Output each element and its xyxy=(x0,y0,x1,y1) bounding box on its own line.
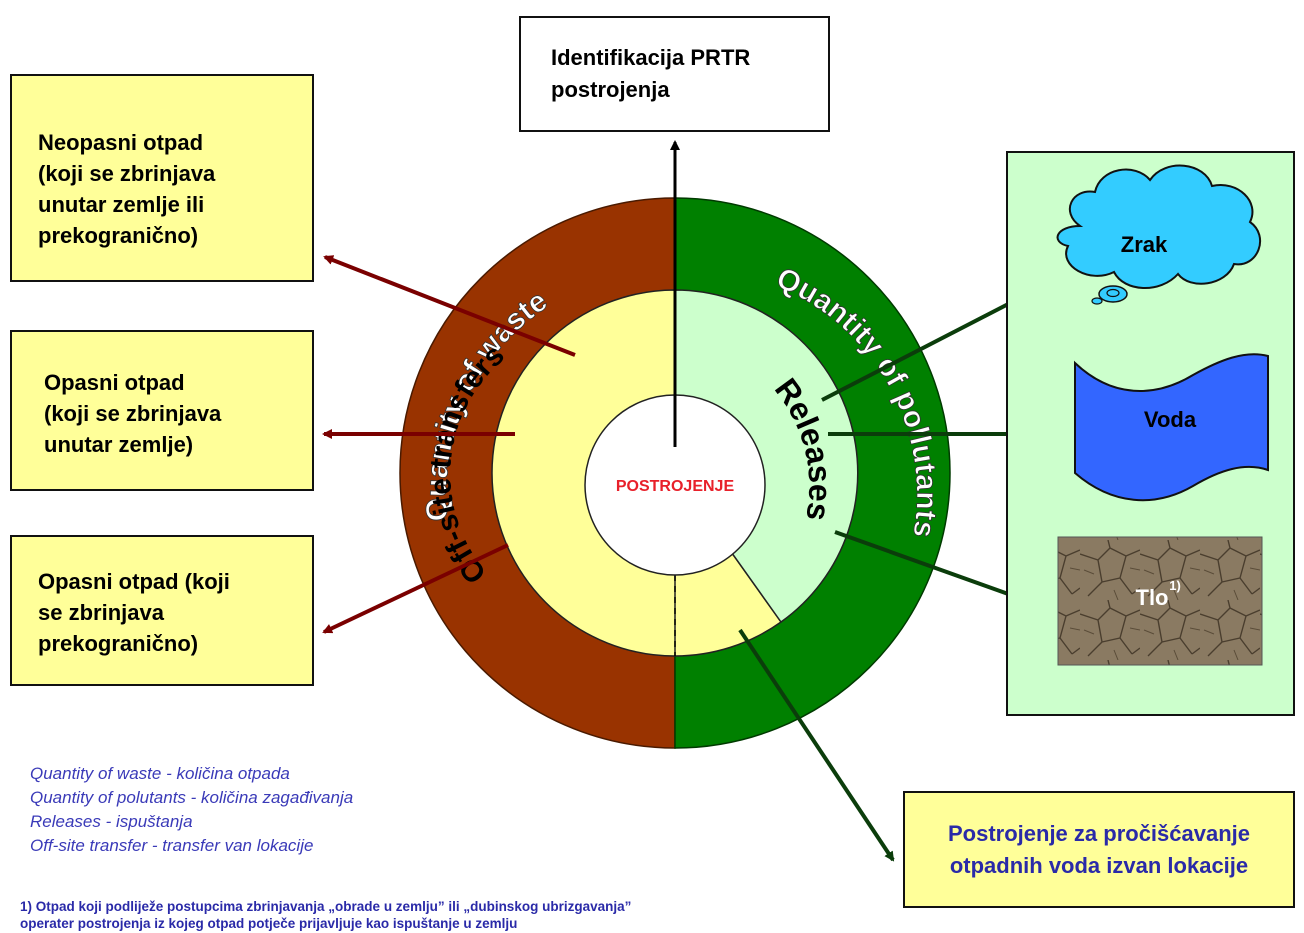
water-label: Voda xyxy=(1144,407,1197,432)
hazardous-domestic-line1: Opasni otpad xyxy=(44,370,185,395)
nonhazardous-line2: (koji se zbrinjava xyxy=(38,161,216,186)
footnote-line1: 1) Otpad koji podliježe postupcima zbrin… xyxy=(20,899,632,914)
legend-item: Releases - ispuštanja xyxy=(30,812,193,831)
water-flag-icon xyxy=(1074,353,1269,502)
treatment-plant-line1: Postrojenje za pročišćavanje xyxy=(947,821,1251,846)
hazardous-crossborder-line3: prekogranično) xyxy=(38,631,199,656)
hazardous-crossborder-line1: Opasni otpad (koji xyxy=(38,569,230,594)
footnote-line2: operater postrojenja iz kojeg otpad potj… xyxy=(20,916,518,931)
hazardous-crossborder-box xyxy=(10,535,314,686)
hazardous-domestic-line3: unutar zemlje) xyxy=(44,432,194,457)
hazardous-domestic-line2: (koji se zbrinjava xyxy=(44,401,222,426)
footnote: 1) Otpad koji podliježe postupcima zbrin… xyxy=(20,898,631,932)
soil-footnote-marker: 1) xyxy=(1169,578,1181,593)
air-label: Zrak xyxy=(1121,232,1168,257)
legend-item: Off-site transfer - transfer van lokacij… xyxy=(30,836,314,855)
arrow-to-nonhazardous xyxy=(323,255,576,357)
soil-label: Tlo xyxy=(1136,585,1169,610)
identification-box xyxy=(519,16,830,132)
nonhazardous-line1: Neopasni otpad xyxy=(38,130,204,155)
arrow-to-treatment-plant xyxy=(738,628,895,862)
soil-image xyxy=(1057,536,1263,666)
hazardous-domestic-box xyxy=(10,330,314,491)
nonhazardous-line4: prekogranično) xyxy=(38,223,199,248)
center-label: POSTROJENJE xyxy=(616,478,735,495)
nonhazardous-waste-box xyxy=(10,74,314,282)
arrow-to-hazardous-crossborder xyxy=(322,543,509,634)
legend-item: Quantity of waste - količina otpada xyxy=(30,764,290,783)
treatment-plant-box xyxy=(903,791,1295,908)
hazardous-crossborder-line2: se zbrinjava xyxy=(38,600,164,625)
nonhazardous-line3: unutar zemlje ili xyxy=(38,192,205,217)
identification-line1: Identifikacija PRTR xyxy=(551,45,751,70)
treatment-plant-line2: otpadnih voda izvan lokacije xyxy=(949,853,1249,878)
legend-item: Quantity of polutants - količina zagađiv… xyxy=(30,788,354,807)
cloud-icon xyxy=(1056,164,1261,305)
legend: Quantity of waste - količina otpada Quan… xyxy=(30,762,353,858)
release-sector xyxy=(674,289,859,624)
identification-line2: postrojenja xyxy=(551,77,670,102)
